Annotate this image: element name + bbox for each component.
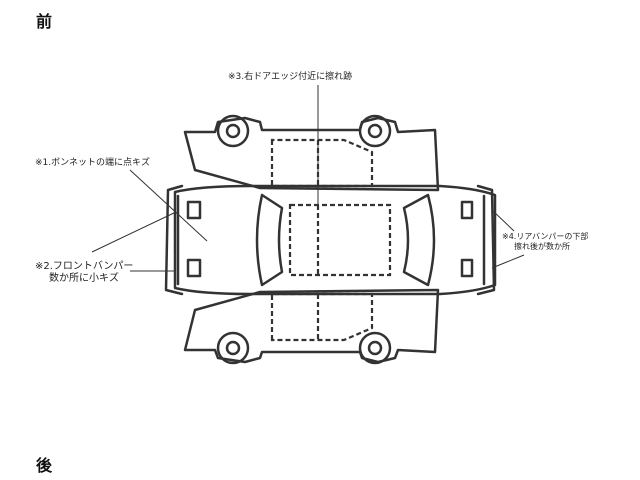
damage-note-2: ※2.フロントバンパー 数か所に小キズ	[35, 261, 133, 285]
rear-direction-label: 後	[36, 456, 53, 475]
headlight-lower	[186, 258, 202, 278]
side-panel-top	[183, 116, 440, 192]
leader-line-2a	[91, 211, 177, 253]
windshield	[255, 193, 284, 287]
leader-line-4b	[491, 254, 525, 269]
roof-outline	[288, 203, 392, 277]
wheel-top-rear-inner	[367, 123, 383, 139]
wheel-bottom-front-outer	[216, 331, 250, 365]
damage-note-3: ※3.右ドアエッジ付近に擦れ跡	[228, 72, 353, 82]
front-direction-label: 前	[36, 12, 53, 31]
rear-window	[402, 193, 436, 287]
leader-line-4a	[491, 209, 515, 232]
damage-note-2-line1: ※2.フロントバンパー	[35, 261, 134, 272]
taillight-upper	[460, 200, 474, 220]
wheel-top-front-inner	[225, 123, 241, 139]
damage-note-1: ※1.ボンネットの端に点キズ	[35, 158, 150, 168]
wheel-bottom-rear-outer	[358, 331, 392, 365]
wheel-top-front-outer	[216, 114, 250, 148]
damage-note-2-line2: 数か所に小キズ	[49, 273, 119, 284]
wheel-top-rear-outer	[358, 114, 392, 148]
car-body-top-view	[173, 184, 497, 296]
damage-note-4-line1: ※4.リアバンパーの下部	[502, 232, 589, 241]
door-outline-bottom	[270, 292, 374, 342]
leader-line-1	[129, 169, 208, 242]
taillight-lower	[460, 258, 474, 278]
headlight-upper	[186, 200, 202, 220]
wheel-bottom-rear-inner	[367, 340, 383, 356]
front-bumper	[164, 184, 184, 296]
door-outline-top	[270, 138, 374, 188]
wheel-bottom-front-inner	[225, 340, 241, 356]
damage-note-4-line2: 擦れ後が数か所	[514, 242, 570, 251]
damage-note-4: ※4.リアバンパーの下部 擦れ後が数か所	[502, 232, 588, 252]
rear-bumper	[476, 184, 496, 296]
side-panel-bottom	[183, 288, 440, 364]
